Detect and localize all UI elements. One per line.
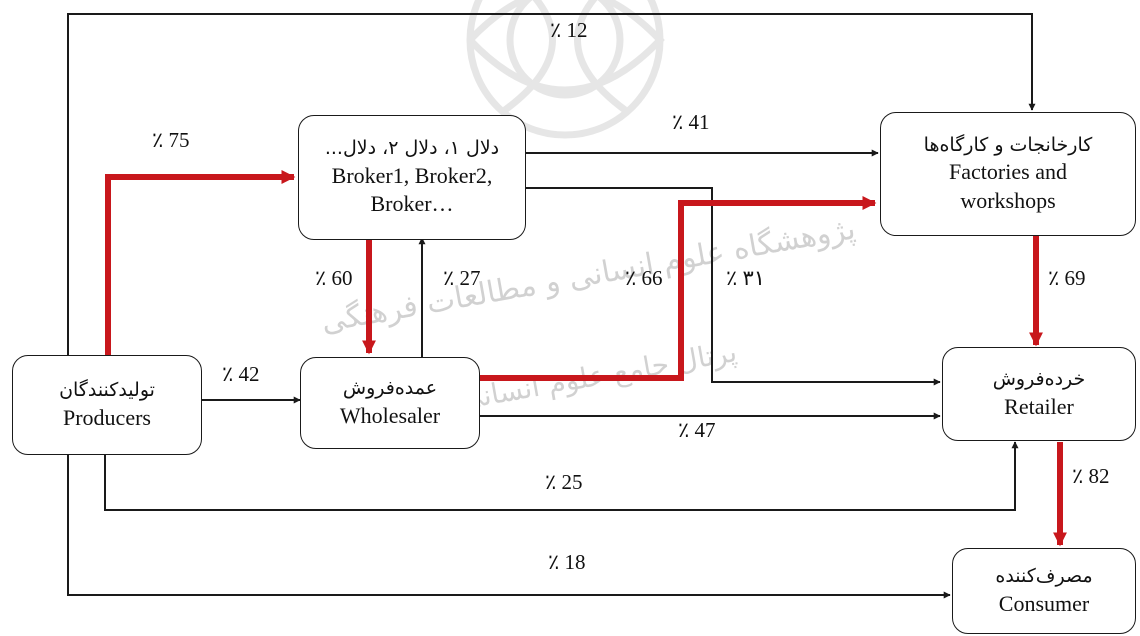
arrow-producers-retailer xyxy=(104,441,1019,511)
label-wholesaler-broker: ٪ 27 xyxy=(443,266,481,290)
arrow-producers-broker xyxy=(105,170,296,355)
watermark-emblem xyxy=(466,0,665,139)
node-retailer: خرده‌فروش Retailer xyxy=(942,347,1136,441)
consumer-label-fa: مصرف‌کننده xyxy=(995,564,1093,587)
node-consumer: مصرف‌کننده Consumer xyxy=(952,548,1136,634)
label-broker-factories: ٪ 41 xyxy=(672,110,710,134)
label-producers-wholesaler: ٪ 42 xyxy=(222,362,260,386)
wholesaler-label-fa: عمده‌فروش xyxy=(342,376,438,399)
label-producers-broker: ٪ 75 xyxy=(152,128,190,152)
retailer-label-en: Retailer xyxy=(1004,393,1074,419)
retailer-label-fa: خرده‌فروش xyxy=(992,367,1086,390)
label-retailer-consumer: ٪ 82 xyxy=(1072,464,1110,488)
factories-label-fa: کارخانجات و کارگاه‌ها xyxy=(923,133,1093,156)
arrow-wholesaler-factories xyxy=(478,196,877,381)
broker-label-en-1: Broker1, Broker2, xyxy=(331,162,493,188)
node-broker: دلال ۱، دلال ۲، دلال... Broker1, Broker2… xyxy=(298,115,526,240)
label-producers-consumer: ٪ 18 xyxy=(548,550,586,574)
node-factories: کارخانجات و کارگاه‌ها Factories and work… xyxy=(880,112,1136,236)
arrow-broker-retailer xyxy=(520,187,941,386)
consumer-label-en: Consumer xyxy=(998,590,1090,616)
label-broker-wholesaler: ٪ 60 xyxy=(315,266,353,290)
broker-label-fa: دلال ۱، دلال ۲، دلال... xyxy=(324,137,500,160)
label-broker-retailer: ٪ ۳۱ xyxy=(726,266,766,290)
factories-label-en-1: Factories and xyxy=(949,159,1067,185)
broker-label-en-2: Broker… xyxy=(370,191,454,217)
producers-label-en: Producers xyxy=(63,404,151,430)
arrow-producers-consumer xyxy=(67,455,951,599)
arrow-producers-factories xyxy=(67,13,1036,355)
label-producers-factories: ٪ 12 xyxy=(550,18,588,42)
label-wholesaler-retailer: ٪ 47 xyxy=(678,418,716,442)
producers-label-fa: تولیدکنندگان xyxy=(59,378,155,401)
label-factories-retailer: ٪ 69 xyxy=(1048,266,1086,290)
label-producers-retailer: ٪ 25 xyxy=(545,470,583,494)
label-wholesaler-factories: ٪ 66 xyxy=(625,266,663,290)
node-wholesaler: عمده‌فروش Wholesaler xyxy=(300,357,480,449)
wholesaler-label-en: Wholesaler xyxy=(339,402,441,428)
factories-label-en-2: workshops xyxy=(960,187,1056,213)
node-producers: تولیدکنندگان Producers xyxy=(12,355,202,455)
